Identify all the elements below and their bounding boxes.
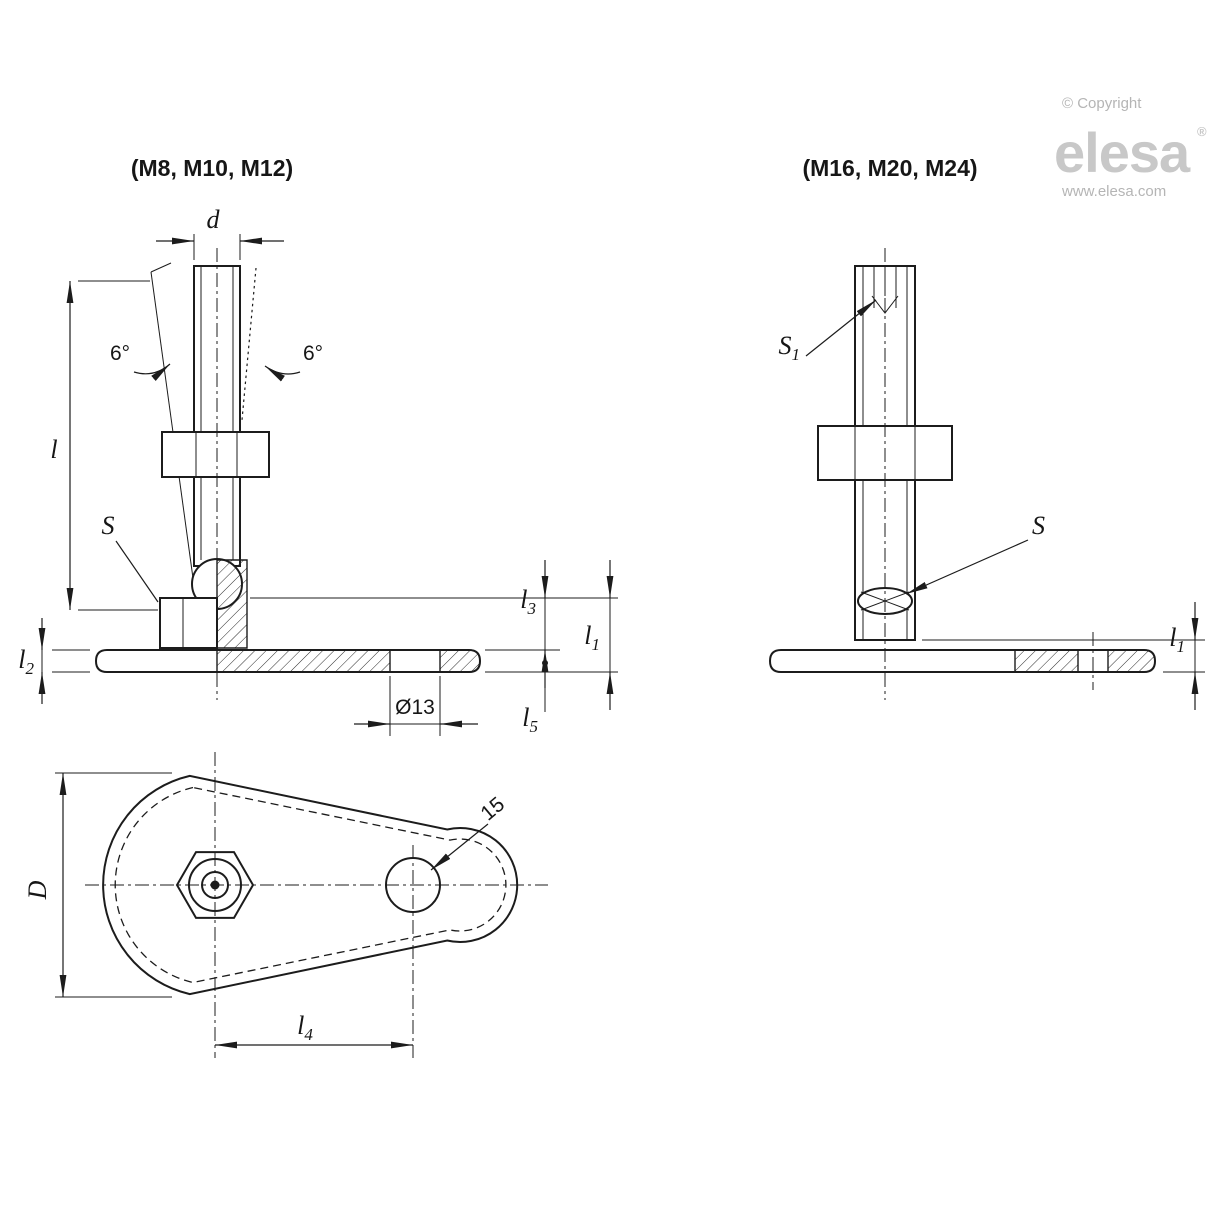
website-url: www.elesa.com: [1061, 183, 1166, 200]
dim-label-d: d: [207, 205, 221, 234]
plate-section-hatch: [1014, 649, 1079, 673]
plate-section-hatch: [1107, 649, 1156, 673]
base-plate: [768, 649, 1157, 673]
side-view-small-sizes: (M8, M10, M12) 6° 6° d l: [18, 155, 618, 736]
branding-block: © Copyright elesa ® www.elesa.com: [1054, 95, 1207, 200]
angle-arc-right: [264, 365, 301, 382]
dim-label-hole15: 15: [476, 793, 509, 826]
elesa-logo: elesa: [1054, 121, 1191, 184]
dim-label-s: S: [102, 511, 115, 540]
right-view-title: (M16, M20, M24): [802, 155, 977, 181]
tilt-phantom-dotted: [241, 267, 257, 421]
center-drill-mark: [871, 295, 899, 314]
leader-line-hole15: [430, 823, 489, 871]
base-hex: [159, 597, 218, 649]
dim-label-l3: l3: [520, 585, 536, 618]
tilt-phantom-top: [150, 262, 172, 273]
dim-label-l4: l4: [297, 1011, 313, 1044]
registered-mark: ®: [1197, 124, 1207, 139]
dim-label-D: D: [23, 880, 52, 900]
dim-label-l2: l2: [18, 645, 34, 678]
dim-label-s1: S1: [779, 331, 801, 364]
copyright-text: © Copyright: [1062, 95, 1142, 112]
dim-label-s: S: [1032, 511, 1045, 540]
plate-section-hatch: [439, 649, 481, 673]
dim-label-l1: l1: [1169, 623, 1185, 656]
leader-line-s1: [805, 299, 877, 357]
leader-line-s: [115, 540, 159, 603]
center-dot: [210, 880, 220, 890]
base-inner-edge: [114, 786, 507, 984]
side-view-large-sizes: (M16, M20, M24) S1 S: [768, 155, 1205, 710]
dim-label-l: l: [50, 435, 57, 464]
top-view-base: D 15 l4: [23, 752, 548, 1058]
angle-label-left: 6°: [110, 342, 130, 365]
plate-section-hatch: [216, 649, 391, 673]
dim-label-l5: l5: [522, 703, 538, 736]
dim-label-dia13: Ø13: [395, 696, 435, 719]
leader-line-s: [905, 539, 1029, 595]
dimension-point-l5: [542, 660, 548, 666]
socket-section-hatch: [216, 559, 248, 649]
angle-arc-left: [133, 363, 171, 382]
dim-label-l1: l1: [584, 621, 600, 654]
left-view-title: (M8, M10, M12): [131, 155, 293, 181]
angle-label-right: 6°: [303, 342, 323, 365]
hex-nut: [161, 431, 270, 478]
